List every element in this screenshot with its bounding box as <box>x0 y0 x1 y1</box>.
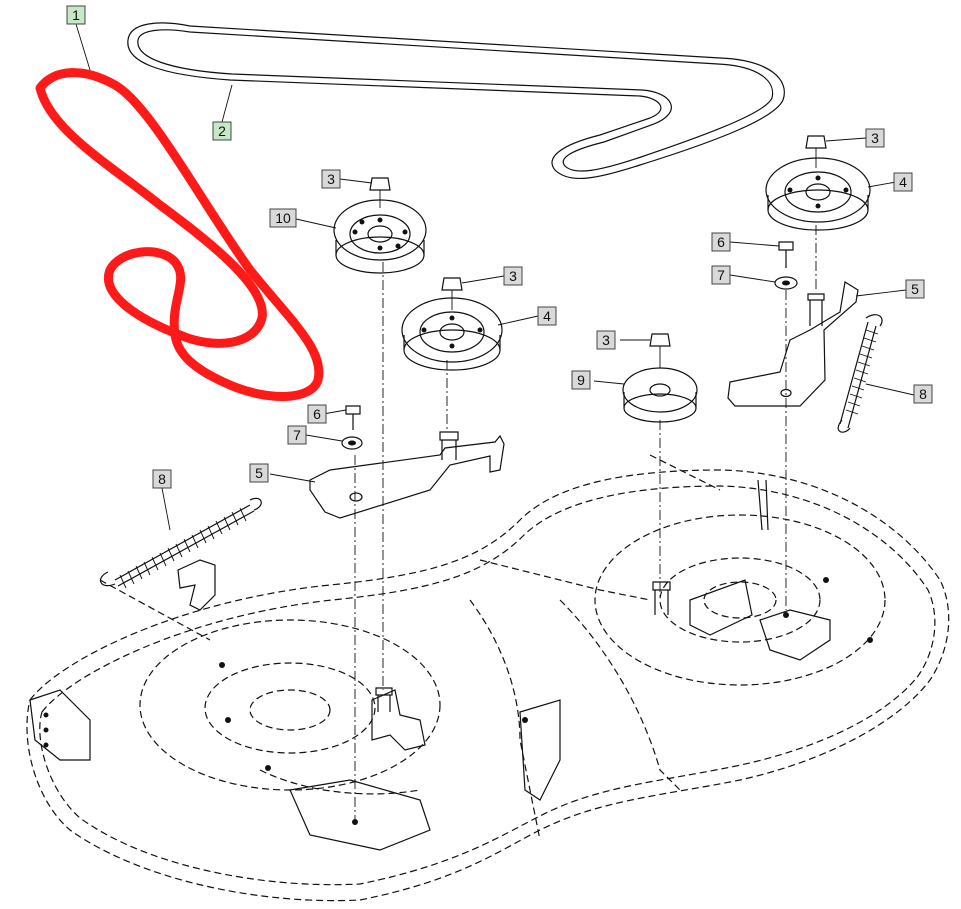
callout-7-left: 7 <box>287 425 307 445</box>
callout-2: 2 <box>212 121 232 141</box>
nut-3-right <box>805 135 827 168</box>
svg-text:5: 5 <box>911 281 919 297</box>
nut-3-center <box>441 277 463 310</box>
mower-deck <box>26 454 950 902</box>
svg-text:4: 4 <box>543 308 551 324</box>
callout-6-right: 6 <box>711 232 731 252</box>
callout-6-left: 6 <box>307 404 327 424</box>
svg-text:2: 2 <box>218 123 226 139</box>
callout-4-center: 4 <box>537 306 557 326</box>
nut-3-left <box>369 177 391 208</box>
washer-7-left <box>341 436 363 450</box>
deck-hardware <box>29 479 873 851</box>
svg-text:3: 3 <box>871 130 879 146</box>
callout-3-center: 3 <box>503 266 523 286</box>
svg-text:10: 10 <box>275 210 291 226</box>
assembly-center-lines <box>354 225 817 820</box>
nut-3-pulley9 <box>649 333 671 368</box>
bolt-6-left <box>345 405 361 430</box>
callout-5-right: 5 <box>905 279 925 299</box>
svg-text:3: 3 <box>602 332 610 348</box>
callout-5-left: 5 <box>249 463 269 483</box>
svg-text:3: 3 <box>509 268 517 284</box>
svg-text:7: 7 <box>717 267 725 283</box>
pulley-9 <box>622 367 698 423</box>
idler-arm-5-right <box>727 281 859 407</box>
callout-8-left: 8 <box>152 469 172 489</box>
svg-text:7: 7 <box>293 427 301 443</box>
belt-2 <box>127 22 785 180</box>
idler-arm-5-left <box>309 431 505 519</box>
callout-1: 1 <box>66 5 86 25</box>
pulley-4-right <box>765 157 871 231</box>
callout-7-right: 7 <box>711 265 731 285</box>
svg-text:5: 5 <box>255 465 263 481</box>
svg-text:1: 1 <box>72 7 80 23</box>
callout-3-pulley9: 3 <box>596 330 616 350</box>
washer-7-right <box>774 276 798 290</box>
callout-3-right: 3 <box>865 128 885 148</box>
svg-text:9: 9 <box>577 372 585 388</box>
svg-text:8: 8 <box>919 386 927 402</box>
spring-8-right <box>837 314 883 433</box>
callout-10: 10 <box>269 208 297 228</box>
pulley-10 <box>333 199 427 274</box>
svg-text:3: 3 <box>327 171 335 187</box>
callout-3-left: 3 <box>321 169 341 189</box>
callout-8-right: 8 <box>913 384 933 404</box>
svg-text:6: 6 <box>717 234 725 250</box>
pulley-4-center <box>401 297 503 371</box>
callout-9: 9 <box>571 370 591 390</box>
svg-text:8: 8 <box>158 471 166 487</box>
bolt-6-right <box>778 241 794 268</box>
svg-text:4: 4 <box>899 174 907 190</box>
belt-1-highlight <box>35 68 324 401</box>
spring-8-left <box>99 497 262 589</box>
svg-text:6: 6 <box>313 406 321 422</box>
callout-4-right: 4 <box>893 172 913 192</box>
leader-lines <box>75 23 915 531</box>
